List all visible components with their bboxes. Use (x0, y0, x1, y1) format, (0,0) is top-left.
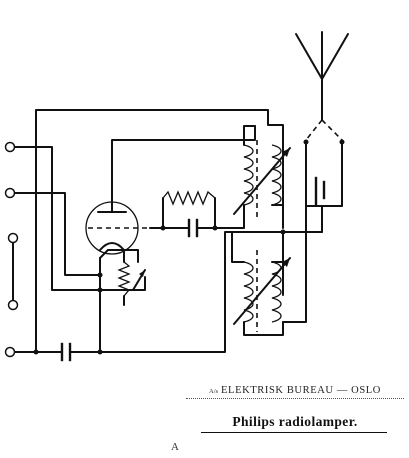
rheostat-icon (117, 261, 146, 306)
dotted-divider (186, 398, 404, 399)
brand-underline (201, 432, 387, 433)
vacuum-tube-icon (85, 201, 150, 263)
brand-title: Philips radiolamper. (232, 414, 358, 429)
capacitor-icon (57, 218, 203, 362)
company-name: ELEKTRISK BUREAU — OSLO (221, 385, 381, 396)
variable-coupler-icon (231, 125, 307, 336)
crystal-detector-icon (303, 119, 345, 233)
resistor-icon (162, 190, 216, 206)
company-prefix: A/s (209, 388, 219, 395)
terminal-icon[interactable] (4, 141, 19, 358)
wiring (14, 109, 323, 355)
antenna-icon (295, 31, 349, 121)
sheet-letter: A (171, 441, 179, 453)
